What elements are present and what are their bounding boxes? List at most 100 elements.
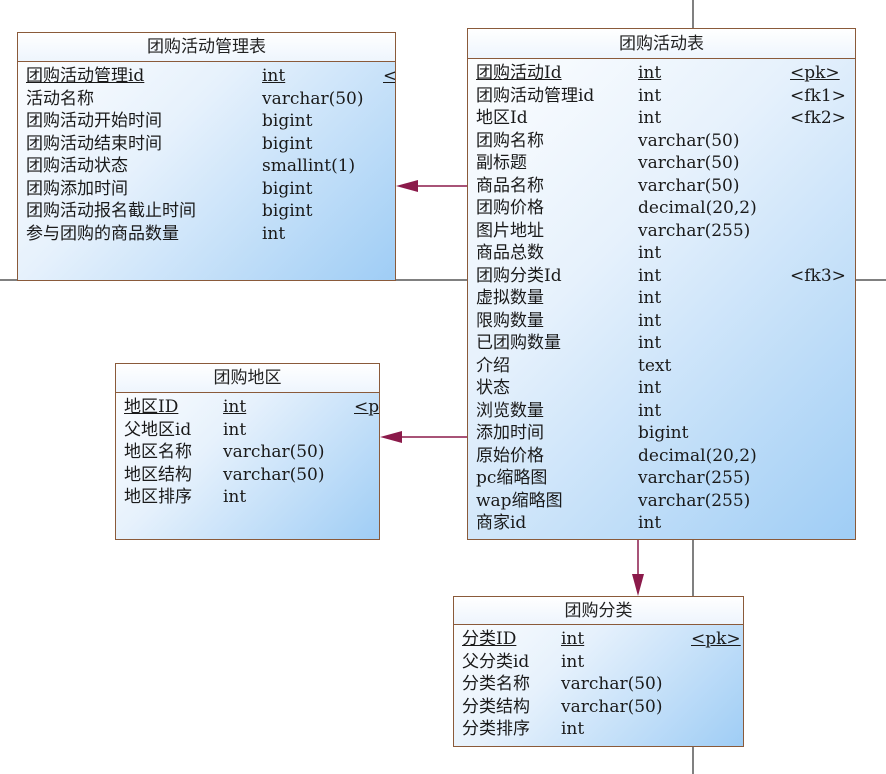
- column-name: 团购活动管理id: [26, 66, 145, 86]
- column-type: varchar(255): [638, 468, 751, 488]
- column-name: 父分类id: [462, 651, 530, 672]
- arrowhead-icon: [380, 431, 402, 443]
- column-type: int: [638, 108, 662, 128]
- column-type: int: [638, 400, 662, 421]
- column-list: 地区IDint<pk>父地区idint地区名称varchar(50)地区结构va…: [116, 393, 379, 509]
- column-name: 虚拟数量: [476, 288, 544, 308]
- column-type: int: [561, 719, 585, 739]
- column-name: 地区排序: [124, 487, 192, 507]
- column-type: int: [638, 513, 662, 533]
- column-name: 地区名称: [124, 442, 192, 462]
- column-row[interactable]: 地区排序 int: [124, 486, 379, 509]
- column-type: int: [223, 487, 247, 507]
- column-name: pc缩略图: [476, 468, 548, 488]
- column-row[interactable]: 团购价格 decimal(20,2): [476, 197, 855, 220]
- column-type: text: [638, 355, 672, 376]
- entity-region[interactable]: 团购地区 地区IDint<pk>父地区idint地区名称varchar(50)地…: [115, 363, 380, 540]
- column-row[interactable]: pc缩略图 varchar(255): [476, 467, 855, 490]
- column-name: 团购活动开始时间: [26, 111, 162, 131]
- column-type: int: [638, 85, 662, 106]
- column-row[interactable]: 父地区id int: [124, 419, 379, 442]
- column-row[interactable]: 分类排序 int: [462, 718, 743, 741]
- column-name: 团购分类Id: [476, 265, 562, 286]
- column-name: 团购价格: [476, 198, 544, 218]
- column-name: 团购活动结束时间: [26, 133, 162, 154]
- column-name: 商品名称: [476, 175, 544, 196]
- column-row[interactable]: 参与团购的商品数量 int: [26, 223, 395, 246]
- column-type: int: [262, 223, 286, 244]
- column-type: bigint: [262, 201, 313, 221]
- column-type: int: [638, 310, 662, 331]
- column-type: decimal(20,2): [638, 198, 757, 218]
- column-type: int: [223, 419, 247, 440]
- column-type: smallint(1): [262, 156, 356, 176]
- column-row[interactable]: 地区Id int <fk2>: [476, 107, 855, 130]
- entity-title: 团购活动管理表: [18, 33, 395, 62]
- column-type: varchar(50): [561, 696, 663, 717]
- column-row[interactable]: 商家id int: [476, 512, 855, 535]
- column-name: 分类结构: [462, 696, 530, 717]
- column-row[interactable]: 浏览数量 int: [476, 400, 855, 423]
- column-name: 原始价格: [476, 445, 544, 466]
- column-row[interactable]: 图片地址 varchar(255): [476, 220, 855, 243]
- column-name: 地区结构: [124, 464, 192, 485]
- column-name: 图片地址: [476, 220, 544, 241]
- column-key: <fk1>: [790, 85, 846, 106]
- column-row[interactable]: 团购活动报名截止时间 bigint: [26, 200, 395, 223]
- column-name: 参与团购的商品数量: [26, 223, 179, 244]
- column-name: 地区Id: [476, 108, 528, 128]
- column-name: 父地区id: [124, 419, 192, 440]
- column-row[interactable]: 分类结构 varchar(50): [462, 696, 743, 719]
- column-name: 商家id: [476, 513, 527, 533]
- column-type: int: [223, 397, 247, 417]
- entity-title: 团购活动表: [468, 29, 855, 59]
- column-type: varchar(50): [638, 153, 740, 173]
- column-key: <fk3>: [790, 265, 846, 286]
- column-type: int: [638, 333, 662, 353]
- column-key: <: [383, 66, 396, 86]
- column-name: 地区ID: [124, 397, 179, 417]
- entity-title: 团购地区: [116, 364, 379, 393]
- column-row[interactable]: 副标题 varchar(50): [476, 152, 855, 175]
- column-type: varchar(255): [638, 220, 751, 241]
- column-name: 浏览数量: [476, 400, 544, 421]
- column-type: varchar(255): [638, 490, 751, 511]
- column-key: <fk2>: [790, 108, 846, 128]
- column-name: 团购名称: [476, 130, 544, 151]
- column-name: 分类排序: [462, 719, 530, 739]
- column-name: 副标题: [476, 153, 527, 173]
- column-name: 分类ID: [462, 629, 517, 649]
- column-name: 团购活动报名截止时间: [26, 201, 196, 221]
